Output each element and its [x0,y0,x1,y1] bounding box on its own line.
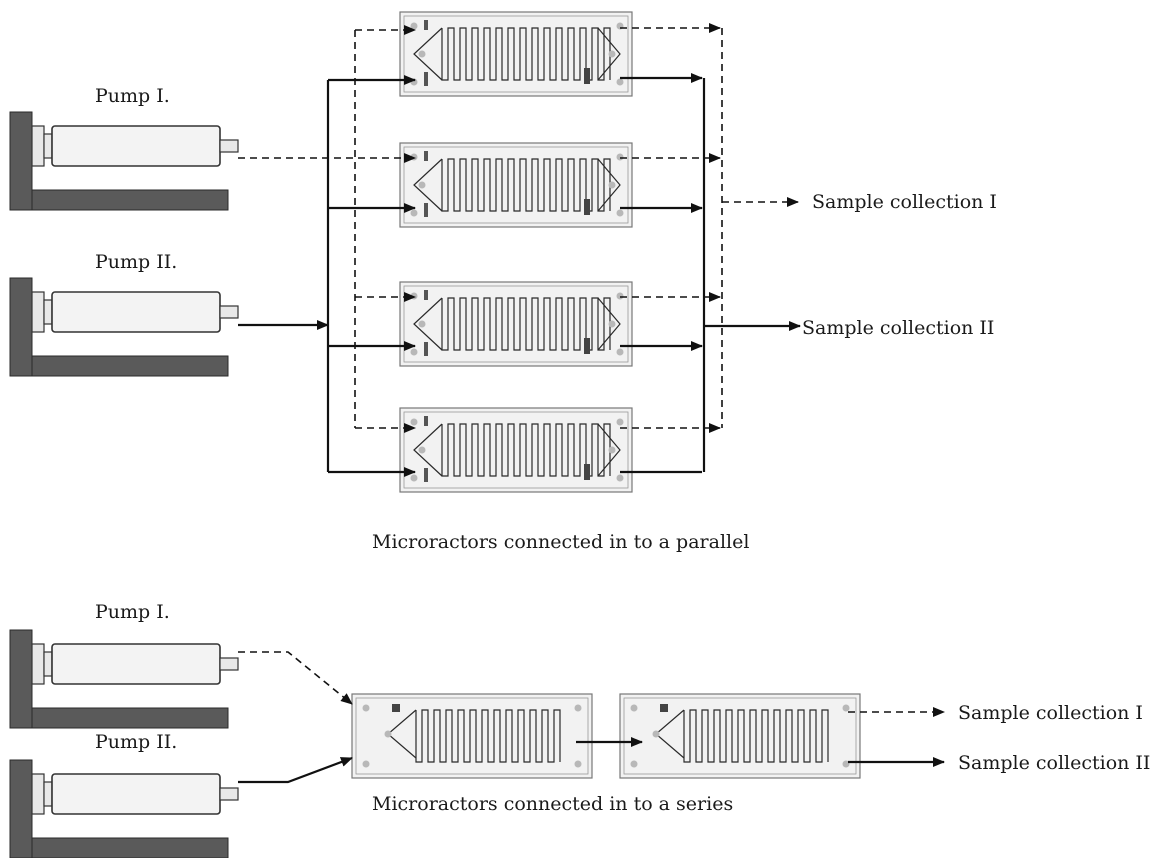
sample-collection-2-label-series: Sample collection II [958,752,1150,774]
sample-collection-1-label-series: Sample collection I [958,702,1143,724]
series-reactor-2 [619,693,861,779]
sample-collection-1-label-parallel: Sample collection I [812,191,997,213]
parallel-section: Pump I. Pump II. [9,11,997,553]
pump-2-label-series: Pump II. [95,731,177,753]
pump-2-label-parallel: Pump II. [95,251,177,273]
pump-1-series [9,629,239,729]
sample-collection-2-label-parallel: Sample collection II [802,317,994,339]
output-1-lines [620,23,799,433]
pump-1-label-parallel: Pump I. [95,85,170,107]
parallel-reactor-3 [399,281,633,367]
series-reactor-1 [351,693,593,779]
pump-2-feed-lines [238,75,416,477]
parallel-reactor-4 [399,407,633,493]
parallel-reactor-1 [399,11,633,97]
pump-1-label-series: Pump I. [95,601,170,623]
parallel-caption: Microractors connected in to a parallel [372,531,749,553]
series-section: Pump I. Pump II. Sample collection I Sam… [9,601,1150,858]
pump-1-feed-lines [238,25,416,433]
pump-1-parallel [9,111,239,211]
output-2-lines [620,73,801,474]
pump-2-feed-series [238,756,353,784]
parallel-reactor-2 [399,142,633,228]
series-caption: Microractors connected in to a series [372,793,733,815]
pump-1-feed-series [238,651,353,705]
pump-2-series [9,759,239,858]
pump-2-parallel [9,277,239,377]
